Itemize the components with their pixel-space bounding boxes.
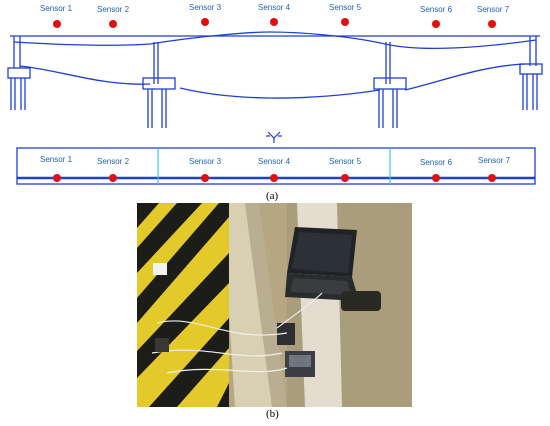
plan-sensor-dot-5: [341, 174, 349, 182]
elev-sensor-label-4: Sensor 4: [258, 3, 291, 12]
striped-barrier: [137, 203, 229, 407]
elev-sensor-label-1: Sensor 1: [40, 4, 73, 13]
elev-sensor-dot-2: [109, 20, 117, 28]
plan-sensor-dot-2: [109, 174, 117, 182]
girder-soffit: [19, 63, 526, 99]
elev-sensor-label-3: Sensor 3: [189, 3, 222, 12]
end-face-left: [13, 36, 21, 68]
bridge-elevation: [7, 31, 543, 128]
plan-sensor-label-4: Sensor 4: [258, 157, 291, 166]
elev-sensor-label-2: Sensor 2: [97, 5, 130, 14]
end-face-right: [529, 36, 537, 66]
elev-sensor-dot-4: [270, 18, 278, 26]
plan-sensor-label-7: Sensor 7: [478, 156, 511, 165]
plan-sensor-label-5: Sensor 5: [329, 157, 362, 166]
elev-sensor-dot-5: [341, 18, 349, 26]
plan-sensor-dot-6: [432, 174, 440, 182]
bridge-plan: Sensor 1 Sensor 2 Sensor 3 Sensor 4 Sens…: [16, 147, 536, 185]
pier-1-cap: [142, 77, 176, 90]
caption-b: (b): [266, 408, 279, 420]
joint-right: [385, 42, 391, 84]
plan-sensor-label-6: Sensor 6: [420, 158, 453, 167]
pier-2-cap: [373, 77, 407, 90]
pier-1-columns: [147, 89, 167, 128]
pier-2-columns: [378, 89, 398, 128]
plan-sensor-label-3: Sensor 3: [189, 157, 222, 166]
field-photo: [137, 203, 412, 407]
plan-sensor-label-1: Sensor 1: [40, 155, 73, 164]
elevation-sensors: Sensor 1 Sensor 2 Sensor 3 Sensor 4 Sens…: [40, 3, 510, 28]
elev-sensor-dot-1: [53, 20, 61, 28]
sensor-node: [153, 263, 167, 275]
plan-sensor-dot-1: [53, 174, 61, 182]
laptop: [285, 227, 359, 301]
elev-sensor-dot-7: [488, 20, 496, 28]
abutment-right-cap: [519, 63, 543, 75]
abutment-right-piles: [522, 74, 538, 110]
sensor-cables: [151, 292, 323, 374]
plan-sensor-dot-7: [488, 174, 496, 182]
abutment-left-cap: [7, 67, 31, 79]
elev-sensor-dot-6: [432, 20, 440, 28]
plan-sensor-label-2: Sensor 2: [97, 157, 130, 166]
abutment-left-piles: [10, 78, 26, 110]
elev-sensor-label-7: Sensor 7: [477, 5, 510, 14]
elev-sensor-label-5: Sensor 5: [329, 3, 362, 12]
bridge-diagram: Sensor 1 Sensor 2 Sensor 3 Sensor 4 Sens…: [7, 3, 543, 185]
caption-a: (a): [266, 190, 279, 202]
sensor-box: [155, 338, 169, 352]
deck-bottom-line: [13, 31, 537, 50]
equipment-bag: [341, 291, 381, 311]
elev-sensor-dot-3: [201, 18, 209, 26]
joint-left: [153, 42, 159, 84]
data-acquisition-unit: [277, 323, 315, 377]
plan-outline: [16, 147, 536, 185]
plan-sensor-dot-3: [201, 174, 209, 182]
centerline-marker-icon: [266, 131, 282, 143]
plan-sensor-dot-4: [270, 174, 278, 182]
elev-sensor-label-6: Sensor 6: [420, 5, 453, 14]
